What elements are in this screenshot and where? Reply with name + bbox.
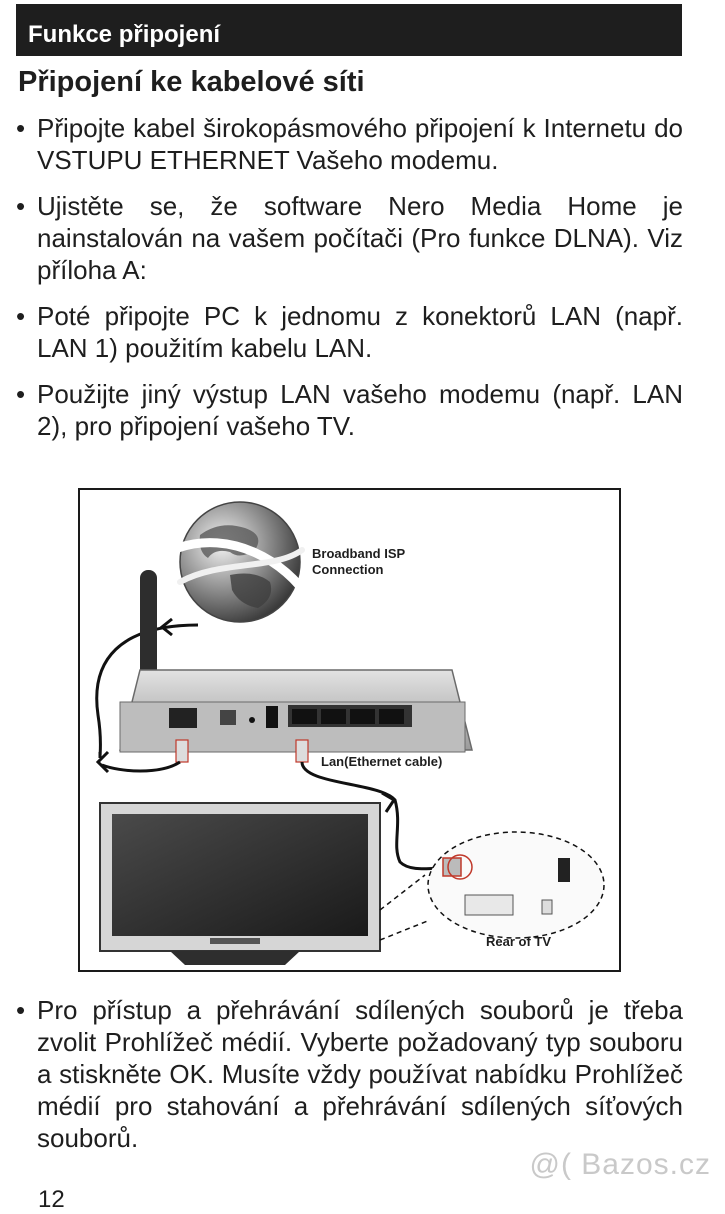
network-diagram-graphic: Broadband ISP Connection Lan( [95,501,605,965]
ethernet-plug-icon [295,739,309,763]
wan-cable [101,760,181,773]
bullet-marker: • [16,301,26,331]
rear-panel-callout [427,831,605,939]
list-item-text: Poté připojte PC k jednomu z konektorů L… [37,301,683,363]
cable-label: Lan(Ethernet cable) [321,754,442,769]
list-item-text: Použijte jiný výstup LAN vašeho modemu (… [37,379,683,441]
section-title: Funkce připojení [28,21,221,48]
bullet-marker: • [16,113,26,143]
list-item: • Použijte jiný výstup LAN vašeho modemu … [16,378,683,442]
arrow-icon [159,617,173,637]
rear-label: Rear of TV [486,934,551,949]
list-item-text: Pro přístup a přehrávání sdílených soubo… [37,995,683,1153]
callout-line [379,874,426,911]
ethernet-plug-icon [175,739,189,763]
list-item: • Poté připojte PC k jednomu z konektorů … [16,300,683,364]
page-number: 12 [38,1186,65,1213]
list-item: • Pro přístup a přehrávání sdílených soub… [16,994,683,1154]
list-item: • Ujistěte se, že software Nero Media Hom… [16,190,683,286]
list-item-text: Připojte kabel širokopásmového připojení… [37,113,683,175]
globe-icon [173,501,315,623]
bullet-marker: • [16,379,26,409]
bullet-marker: • [16,995,26,1025]
isp-label-line2: Connection [312,562,384,577]
network-diagram: Broadband ISP Connection Lan( [78,488,621,972]
list-item-text: Ujistěte se, že software Nero Media Home… [37,191,683,285]
lan-cable [300,761,449,871]
arrow-icon [381,791,397,813]
arrow-icon [95,750,110,774]
section-title-bar: Funkce připojení [16,4,682,56]
instruction-list-top: • Připojte kabel širokopásmového připojen… [16,112,683,442]
tv-icon [99,802,381,965]
isp-label-line1: Broadband ISP [312,546,406,561]
watermark: @( Bazos.cz [529,1148,711,1181]
callout-line [379,919,431,941]
bullet-marker: • [16,191,26,221]
instruction-list-bottom: • Pro přístup a přehrávání sdílených soub… [16,994,683,1154]
list-item: • Připojte kabel širokopásmového připojen… [16,112,683,176]
page-heading: Připojení ke kabelové síti [18,66,365,98]
